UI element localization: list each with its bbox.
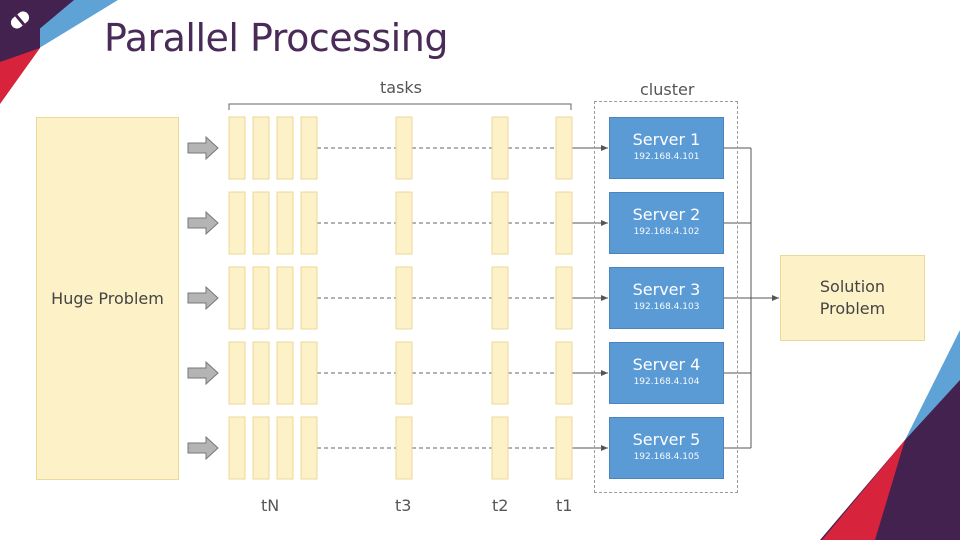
task-label-t1: t1 (556, 496, 573, 515)
task-block (228, 416, 246, 480)
logo-icon (10, 11, 30, 29)
task-block (300, 341, 318, 405)
task-rows (187, 116, 608, 480)
tasks-brace (228, 103, 572, 110)
task-block (555, 341, 573, 405)
task-block (252, 266, 270, 330)
solution-box: Solution Problem (780, 255, 925, 341)
server-name: Server 5 (632, 430, 701, 449)
server-ip: 192.168.4.104 (633, 377, 700, 387)
task-block (276, 116, 294, 180)
task-block (555, 416, 573, 480)
corner-decoration-bottom-right (820, 330, 960, 540)
task-block (276, 191, 294, 255)
task-block (395, 416, 413, 480)
server-1-box: Server 1 192.168.4.101 (609, 117, 724, 179)
task-block (395, 191, 413, 255)
right-arrow-icon (187, 210, 219, 236)
server-2-box: Server 2 192.168.4.102 (609, 192, 724, 254)
task-block (395, 116, 413, 180)
task-block (491, 191, 509, 255)
task-block (252, 116, 270, 180)
task-block (300, 191, 318, 255)
solution-label-line2: Problem (819, 299, 886, 318)
cluster-boundary (594, 101, 738, 493)
task-block (555, 266, 573, 330)
task-row-3 (187, 266, 608, 330)
huge-problem-label: Huge Problem (51, 289, 164, 308)
right-arrow-icon (187, 435, 219, 461)
task-block (395, 266, 413, 330)
task-block (300, 116, 318, 180)
task-block (252, 416, 270, 480)
server-4-box: Server 4 192.168.4.104 (609, 342, 724, 404)
server-name: Server 4 (632, 355, 701, 374)
right-arrow-icon (187, 360, 219, 386)
cluster-label: cluster (640, 80, 695, 99)
server-ip: 192.168.4.103 (633, 302, 700, 312)
task-block (491, 266, 509, 330)
server-ip: 192.168.4.102 (633, 227, 700, 237)
server-5-box: Server 5 192.168.4.105 (609, 417, 724, 479)
server-name: Server 3 (632, 280, 701, 299)
task-block (252, 191, 270, 255)
server-ip: 192.168.4.105 (633, 452, 700, 462)
task-block (276, 416, 294, 480)
right-arrow-icon (187, 285, 219, 311)
task-block (491, 116, 509, 180)
task-block (228, 341, 246, 405)
task-block (491, 416, 509, 480)
task-block (555, 191, 573, 255)
server-name: Server 2 (632, 205, 701, 224)
task-row-2 (187, 191, 608, 255)
task-block (228, 116, 246, 180)
task-block (300, 266, 318, 330)
task-block (252, 341, 270, 405)
task-block (228, 191, 246, 255)
task-label-t3: t3 (395, 496, 412, 515)
task-block (395, 341, 413, 405)
task-block (276, 341, 294, 405)
right-arrow-icon (187, 135, 219, 161)
task-label-t2: t2 (492, 496, 509, 515)
task-block (300, 416, 318, 480)
task-block (276, 266, 294, 330)
task-block (228, 266, 246, 330)
page-title: Parallel Processing (104, 16, 448, 60)
server-ip: 192.168.4.101 (633, 152, 700, 162)
task-row-5 (187, 416, 608, 480)
task-block (555, 116, 573, 180)
server-name: Server 1 (632, 130, 701, 149)
solution-label-line1: Solution (819, 277, 886, 296)
tasks-label: tasks (380, 78, 423, 97)
corner-decoration-top-left (0, 0, 118, 104)
server-3-box: Server 3 192.168.4.103 (609, 267, 724, 329)
task-block (491, 341, 509, 405)
task-row-4 (187, 341, 608, 405)
task-label-tN: tN (261, 496, 280, 515)
task-row-1 (187, 116, 608, 180)
huge-problem-box: Huge Problem (36, 117, 179, 480)
